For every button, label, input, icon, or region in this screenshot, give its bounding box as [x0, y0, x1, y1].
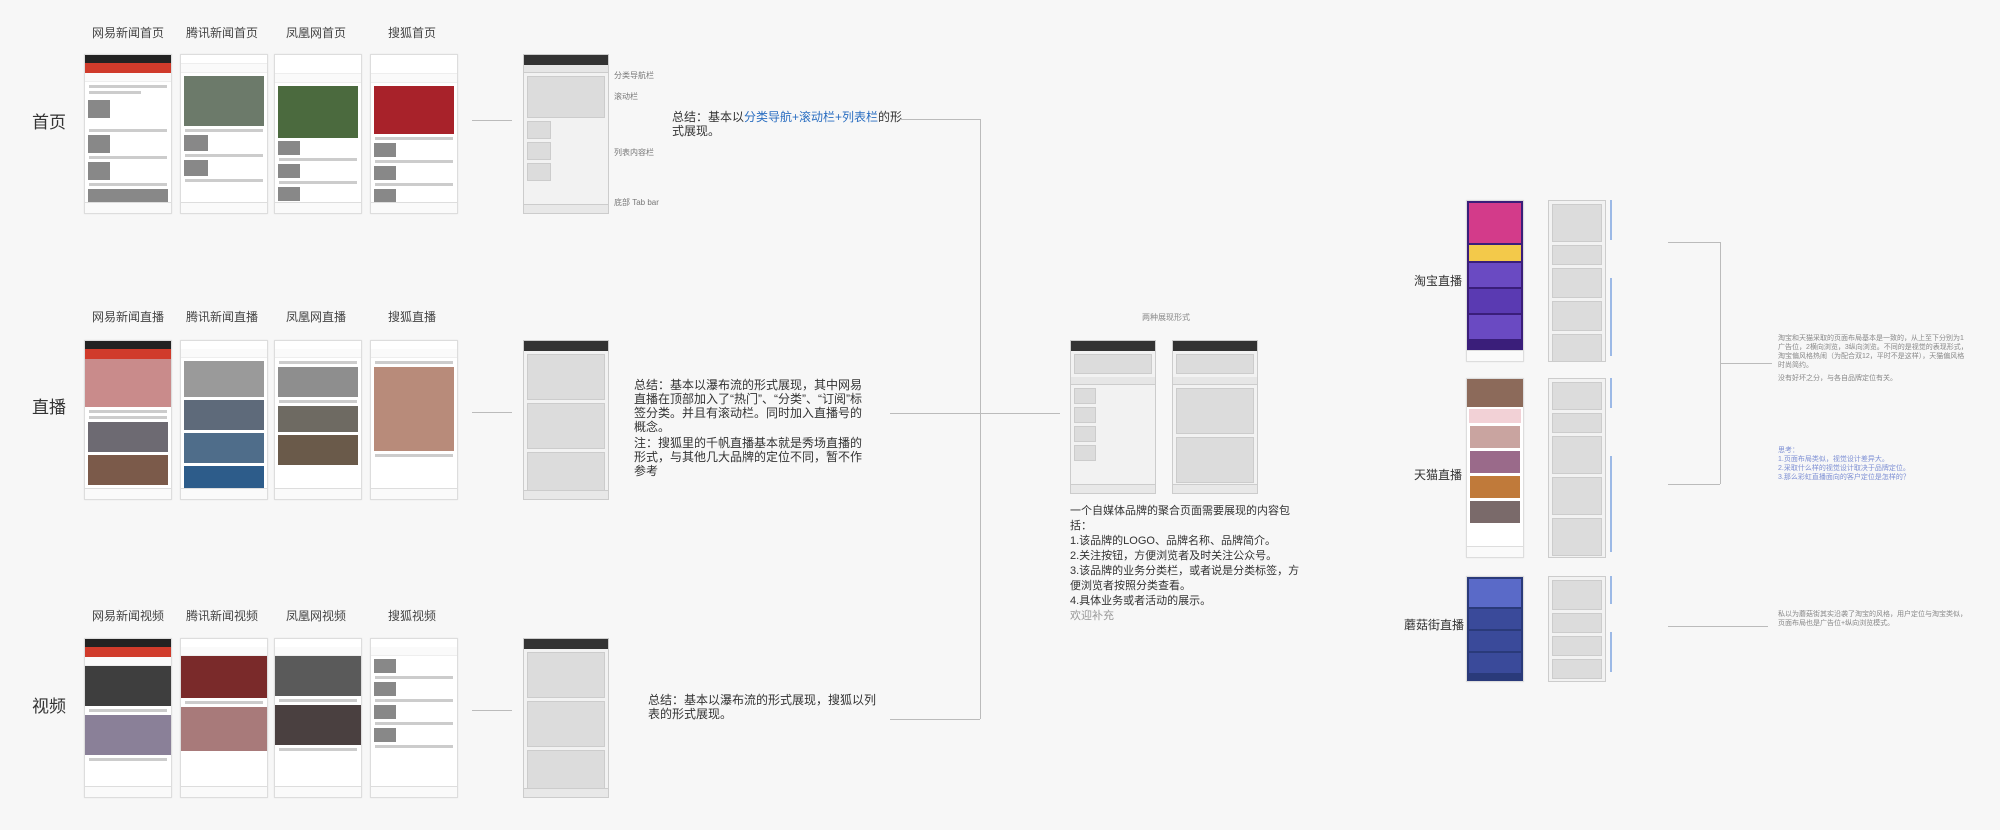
screenshot-netease-video	[84, 638, 172, 798]
annotation-bar	[1610, 378, 1612, 408]
connector	[1668, 242, 1720, 243]
center-line: 1.该品牌的LOGO、品牌名称、品牌简介。	[1070, 535, 1276, 547]
wire-note-list: 列表内容栏	[614, 148, 654, 157]
wireframe-mogujie	[1548, 576, 1606, 682]
wire-note-nav: 分类导航栏	[614, 71, 654, 80]
wireframe-home	[523, 54, 609, 214]
wire-note-tabbar: 底部 Tab bar	[614, 198, 659, 207]
questions: 思考： 1.页面布局类似，视觉设计差异大。 2.采取什么样的视觉设计取决于品牌定…	[1778, 446, 1968, 482]
center-line: 2.关注按钮，方便浏览者及时关注公众号。	[1070, 550, 1278, 562]
screenshot-tencent-home	[180, 54, 268, 214]
screenshot-sohu-video	[370, 638, 458, 798]
brand-layout-list	[1070, 340, 1156, 494]
connector	[472, 120, 512, 121]
connector	[1668, 484, 1720, 485]
center-description: 一个自媒体品牌的聚合页面需要展现的内容包括： 1.该品牌的LOGO、品牌名称、品…	[1070, 504, 1310, 624]
caption-ifeng-video: 凤凰网视频	[285, 609, 346, 623]
summary-live: 总结：基本以瀑布流的形式展现，其中网易直播在顶部加入了“热门”、“分类”、“订阅…	[634, 378, 863, 434]
center-line: 一个自媒体品牌的聚合页面需要展现的内容包括：	[1070, 505, 1290, 532]
screenshot-tencent-live	[180, 340, 268, 500]
connector	[900, 119, 980, 120]
label-tmall-live: 天猫直播	[1414, 468, 1463, 482]
connector	[980, 119, 981, 719]
screenshot-netease-home	[84, 54, 172, 214]
summary-live-note: 注：搜狐里的千帆直播基本就是秀场直播的形式，与其他几大品牌的定位不同，暂不作参考	[634, 436, 863, 478]
summary-video: 总结：基本以瀑布流的形式展现，搜狐以列表的形式展现。	[648, 693, 877, 721]
question-item: 3.那么彩虹直播面向的客户定位是怎样的？	[1778, 474, 1910, 481]
connector	[890, 413, 1060, 414]
summary-home-highlight: 分类导航+滚动栏+列表栏	[744, 110, 879, 124]
row-label-video: 视频	[32, 697, 66, 716]
annotation-bar	[1610, 576, 1612, 604]
note-mogujie: 私以为蘑菇街其实沿袭了淘宝的风格，用户定位与淘宝类似，页面布局也是广告位+纵向浏…	[1778, 611, 1967, 627]
center-line: 4.具体业务或者活动的展示。	[1070, 595, 1212, 607]
center-title: 两种展现形式	[1142, 313, 1190, 322]
caption-sohu-live: 搜狐直播	[387, 310, 436, 324]
annotation-bar	[1610, 200, 1612, 240]
connector	[1668, 626, 1768, 627]
questions-title: 思考：	[1778, 447, 1799, 454]
screenshot-tmall-live	[1466, 378, 1524, 558]
screenshot-ifeng-home	[274, 54, 362, 214]
center-add-more: 欢迎补充	[1070, 610, 1114, 622]
caption-tencent-video: 腾讯新闻视频	[185, 609, 258, 623]
label-taobao-live: 淘宝直播	[1414, 274, 1463, 288]
connector	[472, 412, 512, 413]
screenshot-tencent-video	[180, 638, 268, 798]
screenshot-taobao-live	[1466, 200, 1524, 362]
question-item: 1.页面布局类似，视觉设计差异大。	[1778, 456, 1889, 463]
caption-tencent-home: 腾讯新闻首页	[185, 26, 258, 40]
caption-sohu-video: 搜狐视频	[387, 609, 436, 623]
caption-ifeng-live: 凤凰网直播	[285, 310, 346, 324]
caption-netease-video: 网易新闻视频	[91, 609, 164, 623]
annotation-bar	[1610, 632, 1612, 672]
annotation-bar	[1610, 278, 1612, 356]
wireframe-video	[523, 638, 609, 798]
connector	[472, 710, 512, 711]
screenshot-netease-live	[84, 340, 172, 500]
label-mogujie-live: 蘑菇街直播	[1404, 618, 1465, 632]
connector	[1720, 363, 1772, 364]
annotation-bar	[1610, 456, 1612, 552]
connector	[890, 719, 980, 720]
screenshot-ifeng-live	[274, 340, 362, 500]
wireframe-taobao	[1548, 200, 1606, 362]
screenshot-ifeng-video	[274, 638, 362, 798]
wireframe-live	[523, 340, 609, 500]
caption-netease-home: 网易新闻首页	[91, 26, 164, 40]
screenshot-sohu-home	[370, 54, 458, 214]
center-line: 3.该品牌的业务分类栏，或者说是分类标签，方便浏览者按照分类查看。	[1070, 565, 1300, 592]
wireframe-tmall	[1548, 378, 1606, 558]
row-label-live: 直播	[32, 398, 66, 417]
screenshot-mogujie-live	[1466, 576, 1524, 682]
row-label-home: 首页	[32, 113, 66, 132]
brand-layout-waterfall	[1172, 340, 1258, 494]
caption-netease-live: 网易新闻直播	[91, 310, 164, 324]
screenshot-sohu-live	[370, 340, 458, 500]
wire-note-scroll: 滚动栏	[614, 92, 638, 101]
caption-tencent-live: 腾讯新闻直播	[185, 310, 258, 324]
note-taobao-tmall: 淘宝和天猫采取的页面布局基本是一致的，从上至下分别为1广告位，2横向浏览，3纵向…	[1778, 335, 1968, 369]
caption-sohu-home: 搜狐首页	[387, 26, 436, 40]
note-no-better: 没有好坏之分，与各自品牌定位有关。	[1778, 375, 1897, 382]
summary-home: 总结：基本以分类导航+滚动栏+列表栏的形式展现。	[672, 110, 903, 138]
question-item: 2.采取什么样的视觉设计取决于品牌定位。	[1778, 465, 1910, 472]
caption-ifeng-home: 凤凰网首页	[285, 26, 346, 40]
